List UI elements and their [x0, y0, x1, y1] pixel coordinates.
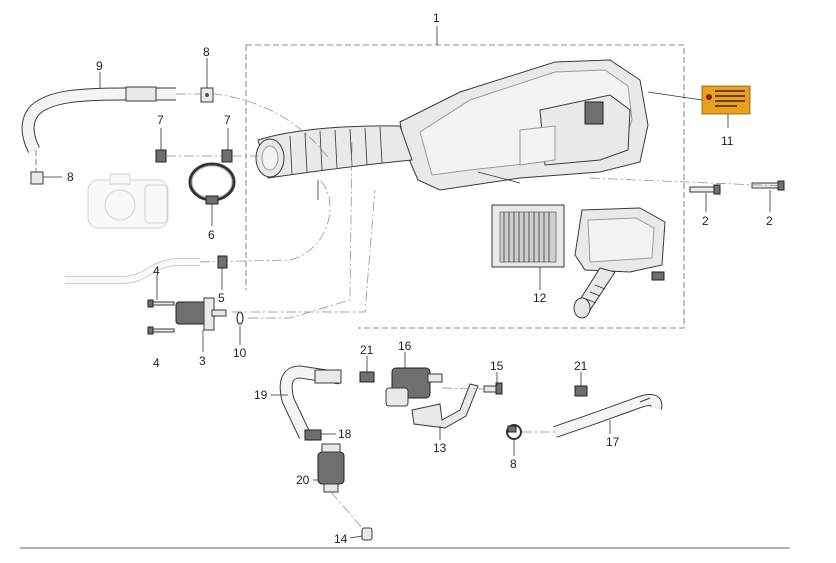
- callout-13: 13: [433, 441, 447, 455]
- callout-8c: 8: [510, 457, 517, 471]
- callout-4b: 4: [153, 356, 160, 370]
- leader-14: [349, 535, 363, 539]
- plug-14: [361, 527, 373, 541]
- o-ring-10: [236, 311, 244, 325]
- clip-5: [217, 255, 228, 269]
- bracket-13: [411, 383, 479, 429]
- warning-label-sticker: [701, 85, 751, 115]
- callout-7b: 7: [224, 113, 231, 127]
- air-filter-element: [491, 204, 565, 268]
- dashdot-hose-4: [199, 179, 331, 263]
- airbox-housing: [399, 59, 649, 191]
- clip-7b: [221, 149, 233, 163]
- clip-7a: [155, 149, 167, 163]
- callout-2b: 2: [766, 214, 773, 228]
- callout-16: 16: [398, 339, 412, 353]
- callout-21b: 21: [574, 359, 588, 373]
- hose-9: [21, 86, 176, 153]
- fuel-filter-20: [317, 443, 345, 493]
- leader-11: [647, 91, 703, 101]
- callout-9: 9: [96, 59, 103, 73]
- valve-16: [385, 367, 443, 407]
- screw-4b: [147, 326, 175, 335]
- callout-19: 19: [254, 388, 268, 402]
- callout-5: 5: [218, 291, 225, 305]
- clamp-21b: [574, 385, 588, 397]
- throttle-body-ghost: [87, 173, 169, 229]
- hose-clamp-6: [188, 162, 236, 205]
- clamp-8c: [506, 424, 522, 440]
- dashdot-valve: [248, 139, 353, 319]
- dashdot-screw-15: [441, 387, 485, 390]
- hose-19: [279, 365, 342, 439]
- airbox-lower-case: [573, 207, 666, 319]
- hose-17: [553, 394, 663, 438]
- clip-8a: [200, 87, 214, 103]
- callout-4a: 4: [153, 264, 160, 278]
- callout-3: 3: [199, 354, 206, 368]
- intake-duct: [255, 125, 413, 200]
- dashdot-hose-9: [176, 93, 331, 161]
- screw-4a: [147, 299, 175, 308]
- bolt-2b: [751, 180, 785, 191]
- callout-8b: 8: [67, 170, 74, 184]
- callout-6: 6: [208, 228, 215, 242]
- callout-10: 10: [233, 346, 247, 360]
- clamp-18: [304, 429, 322, 441]
- dashdot-filter: [330, 491, 365, 531]
- clip-8b: [30, 171, 44, 185]
- bolt-2a: [689, 184, 721, 195]
- callout-21a: 21: [360, 343, 374, 357]
- callout-14: 14: [334, 532, 348, 546]
- callout-11: 11: [721, 134, 734, 148]
- dashdot-valve-2: [232, 189, 376, 313]
- callout-7a: 7: [157, 113, 164, 127]
- idle-valve-3: [175, 297, 227, 331]
- dashdot-bolt-line: [589, 177, 783, 187]
- callout-1: 1: [433, 11, 440, 25]
- breather-hose-ghost: [65, 258, 200, 284]
- clamp-21a: [359, 371, 375, 383]
- callout-20: 20: [296, 473, 310, 487]
- callout-18: 18: [338, 427, 352, 441]
- callout-12: 12: [533, 291, 547, 305]
- assembly-boundary-1: [245, 44, 685, 329]
- callout-8a: 8: [203, 45, 210, 59]
- callout-2a: 2: [702, 214, 709, 228]
- screw-15: [483, 382, 503, 395]
- callout-17: 17: [606, 435, 620, 449]
- callout-15: 15: [490, 359, 504, 373]
